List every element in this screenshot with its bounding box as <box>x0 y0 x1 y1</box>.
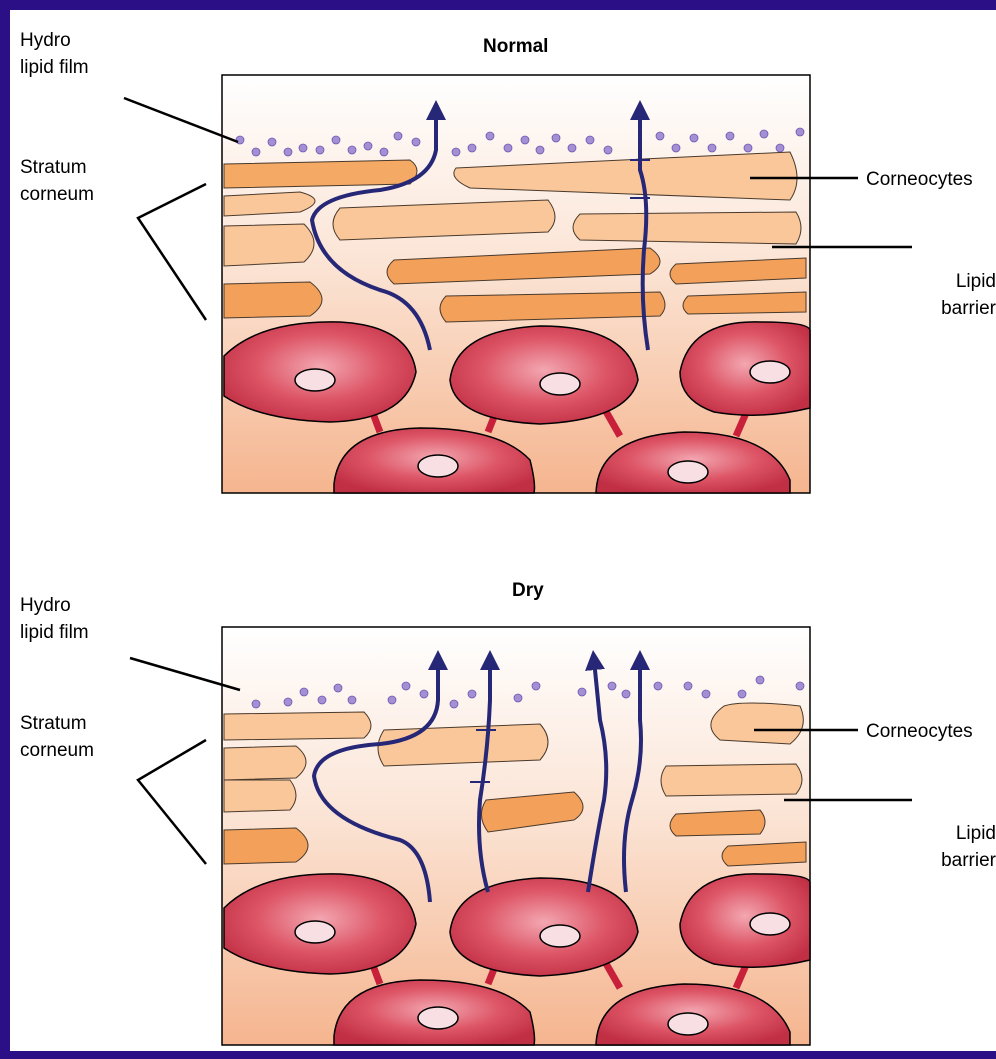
dry-label-lipid-barrier: Lipid barrier <box>900 820 996 874</box>
dry-label-corneocytes: Corneocytes <box>866 718 973 745</box>
dry-label-stratum-corneum: Stratum corneum <box>20 710 94 764</box>
dry-panel-box <box>222 627 810 1045</box>
dry-label-hydro-lipid-film: Hydro lipid film <box>20 592 89 646</box>
